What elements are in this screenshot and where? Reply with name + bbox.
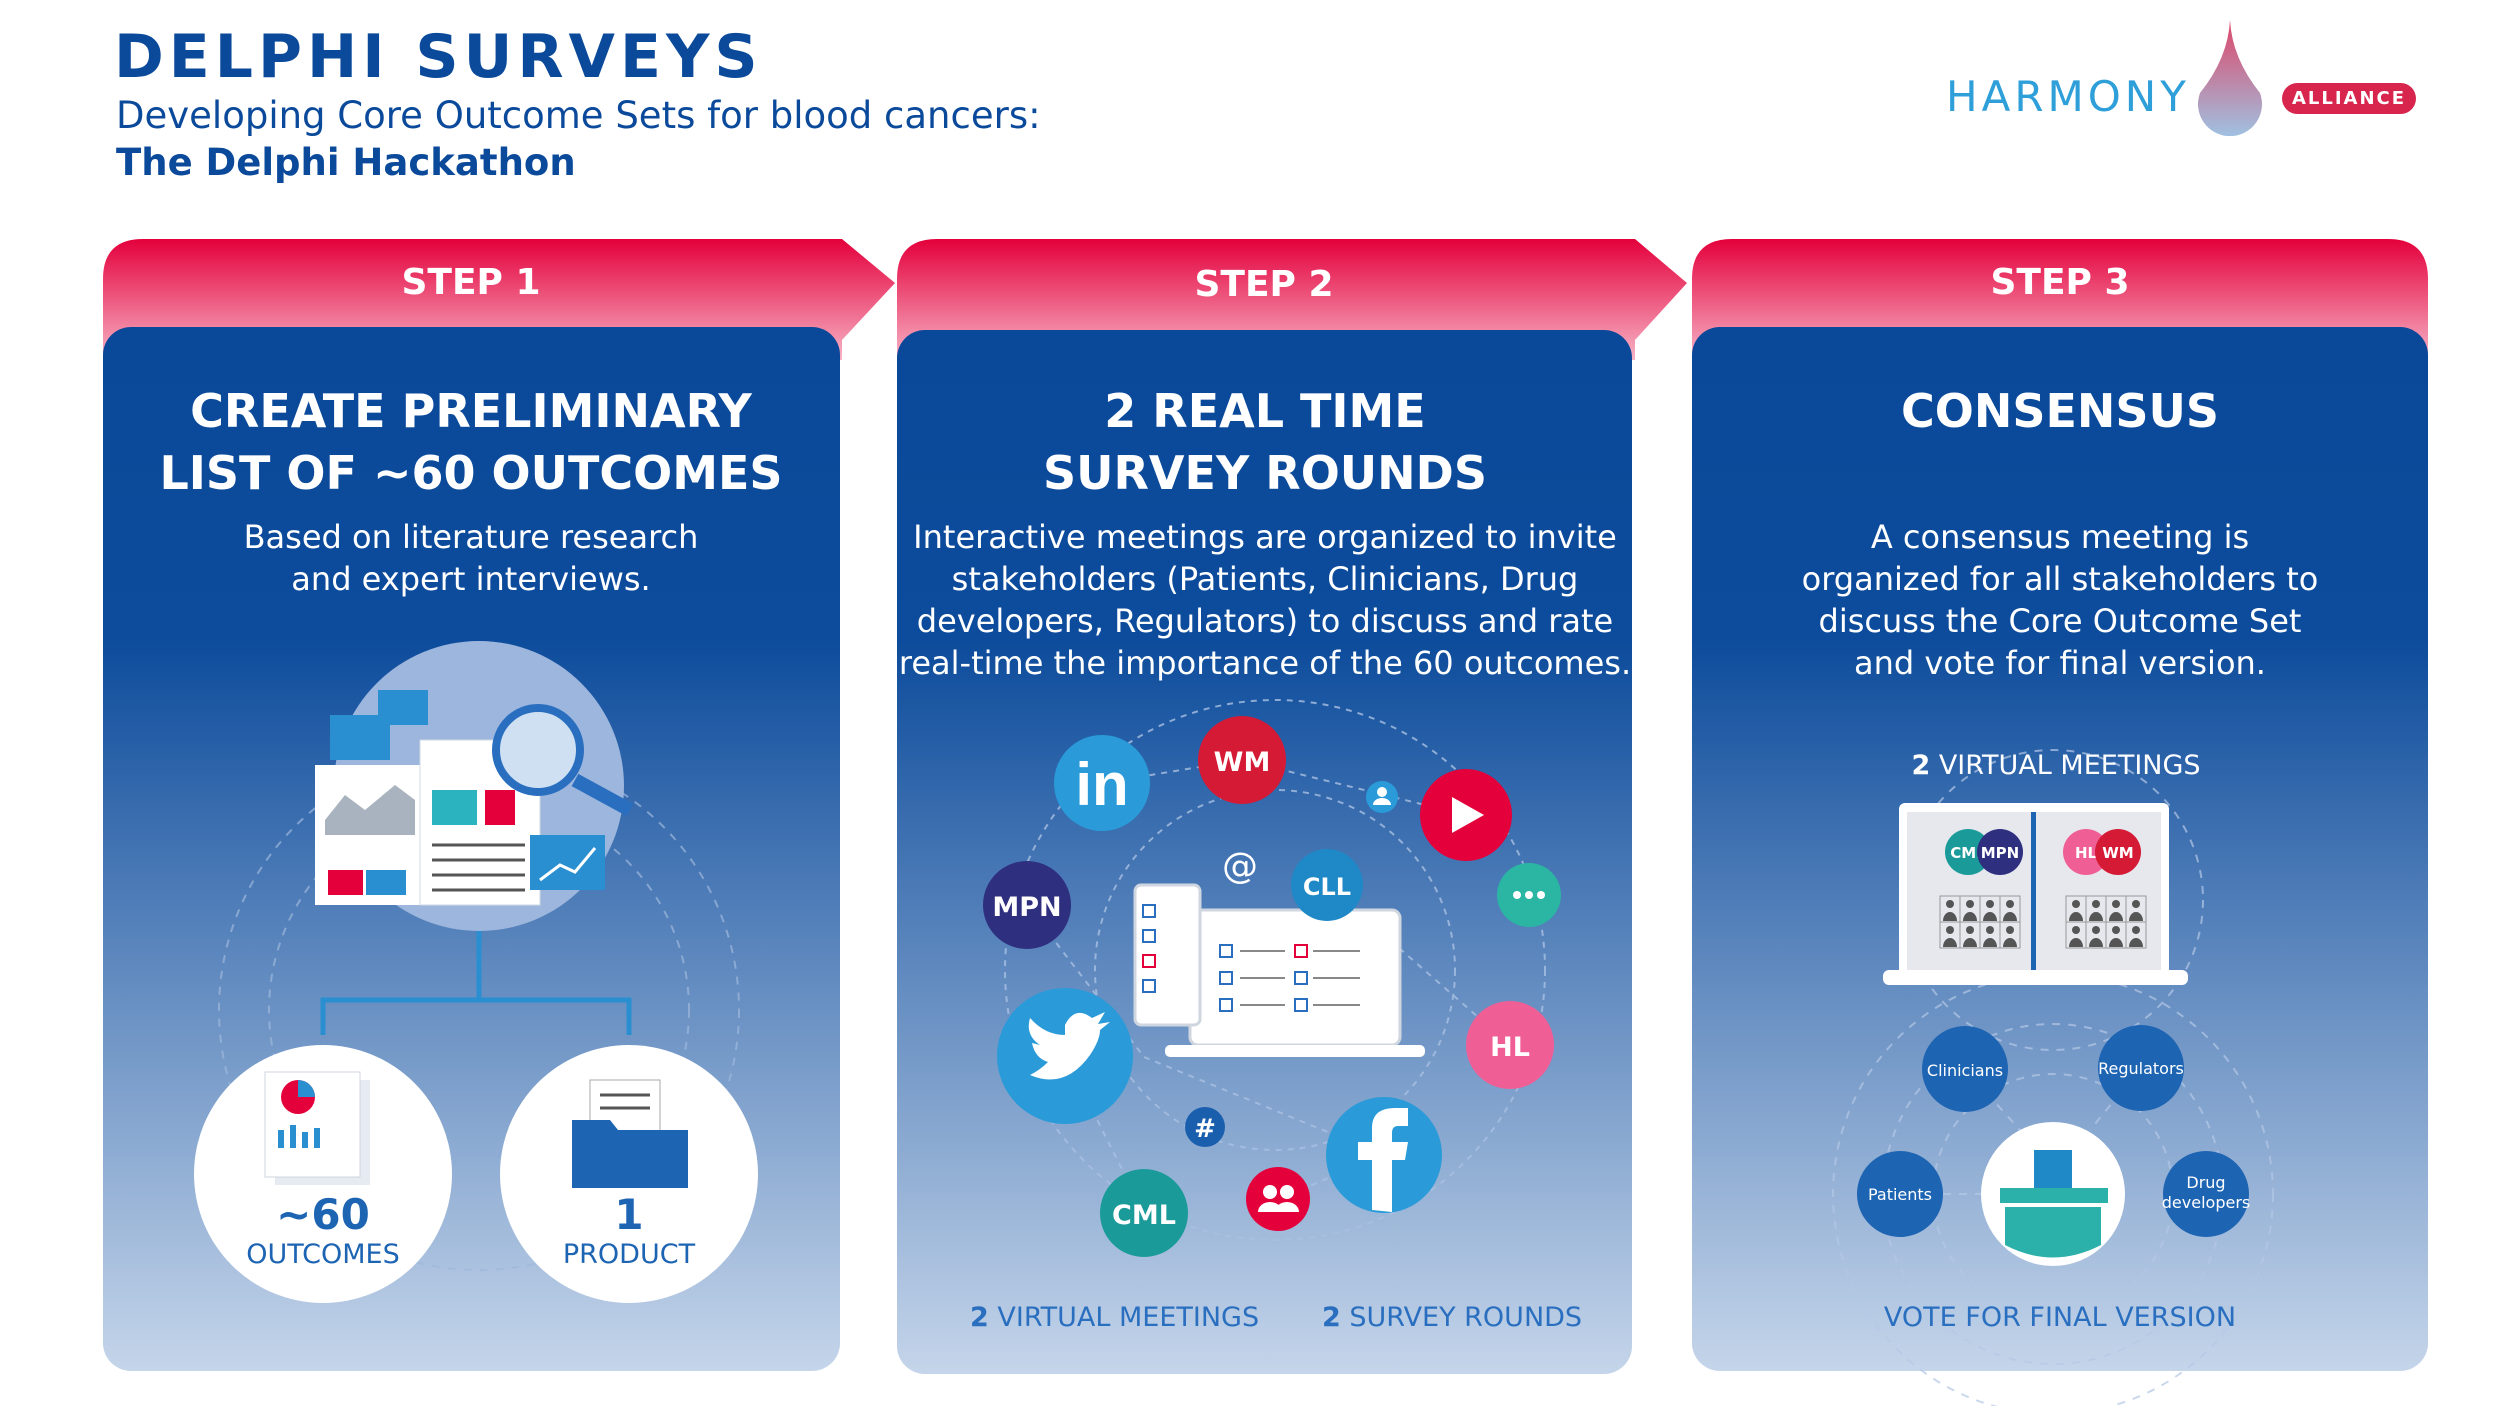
svg-text:HL: HL [2075,844,2098,862]
person-icon [1966,900,1974,908]
svg-text:CML: CML [1112,1200,1176,1231]
person-icon [2089,912,2103,921]
regulators-bubble: Regulators [2098,1025,2184,1111]
person-icon [2092,926,2100,934]
page-title: DELPHI SURVEYS [114,22,763,92]
cml-bubble: CML [1100,1169,1188,1257]
step2-header [897,239,1687,360]
person-icon [2109,938,2123,947]
step2-label: STEP 2 [1194,264,1334,305]
step3-heading: CONSENSUS [1900,384,2220,438]
person-icon [2089,938,2103,947]
vote-final-version-label: VOTE FOR FINAL VERSION [1883,1302,2237,1333]
svg-text:Drug: Drug [2186,1173,2225,1192]
person-icon [2132,926,2140,934]
patients-bubble: Patients [1857,1151,1943,1237]
document-icon [315,690,605,906]
step2-description: Interactive meetings are organized to in… [898,518,1632,682]
svg-text:MPN: MPN [1981,844,2019,862]
svg-text:WM: WM [1214,747,1271,778]
step1-label: STEP 1 [401,262,541,303]
person-icon [2072,900,2080,908]
person-icon [2003,938,2017,947]
magnifier-icon [492,704,634,817]
svg-text:Regulators: Regulators [2098,1059,2184,1078]
hl-bubble: HL [1466,1001,1554,1089]
folder-icon [572,1079,688,1188]
svg-text:HL: HL [1490,1032,1530,1063]
twitter-icon [997,988,1133,1124]
person-icon [1946,926,1954,934]
person-icon [2112,900,2120,908]
person-icon [2072,926,2080,934]
step3-meetings-label: 2 VIRTUAL MEETINGS [1911,750,2201,781]
person-icon [1946,900,1954,908]
virtual-meetings-label: 2 VIRTUAL MEETINGS [970,1302,1260,1333]
person-icon [1966,926,1974,934]
svg-text:CLL: CLL [1303,873,1351,901]
harmony-drop-logo-icon [2198,20,2262,136]
person-icon [2006,926,2014,934]
group-icon [1246,1167,1310,1231]
ballot-box-icon [1981,1122,2125,1266]
youtube-icon [1420,769,1512,861]
person-icon [1983,912,1997,921]
chat-icon [1497,863,1561,927]
person-icon [1986,900,1994,908]
laptop-survey-illustration [1133,883,1425,1057]
participant-grid-icon [1939,895,2147,949]
svg-text:Patients: Patients [1868,1185,1932,1204]
connector-lines [320,931,632,1035]
person-icon [1986,926,1994,934]
person-icon [1943,912,1957,921]
person-icon [2129,938,2143,947]
svg-text:developers: developers [2162,1193,2250,1212]
page-subtitle-bold: The Delphi Hackathon [116,141,576,184]
person-icon [1963,912,1977,921]
step3-label: STEP 3 [1990,262,2130,303]
person-icon [1983,938,1997,947]
person-icon [2069,938,2083,947]
clinicians-bubble: Clinicians [1922,1026,2008,1112]
linkedin-icon: in [1054,735,1150,831]
person-icon [2069,912,2083,921]
person-icon [2109,912,2123,921]
svg-text:CML: CML [1950,844,1986,862]
wm-bubble: WM [1198,716,1286,804]
meeting-laptop: CML MPN HL WM [1883,803,2188,985]
mpn-bubble: MPN [983,861,1071,949]
research-illustration [218,749,740,1271]
person-icon [2112,926,2120,934]
hash-icon: # [1185,1107,1225,1147]
person-icon [1943,938,1957,947]
svg-text:in: in [1075,751,1128,818]
person-icon [2092,900,2100,908]
outcomes-docs-icon [264,1071,370,1185]
person-icon [2006,900,2014,908]
alliance-badge: ALLIANCE [2282,83,2416,114]
at-icon: @ [1222,846,1258,887]
facebook-icon [1326,1097,1442,1213]
person-icon [2132,900,2140,908]
svg-text:Clinicians: Clinicians [1927,1061,2003,1080]
user-icon [1366,781,1398,813]
svg-text:MPN: MPN [992,892,1061,923]
person-icon [1963,938,1977,947]
svg-text:WM: WM [2102,844,2133,862]
survey-rounds-label: 2 SURVEY ROUNDS [1322,1302,1583,1333]
page-subtitle: Developing Core Outcome Sets for blood c… [116,94,1041,137]
cll-bubble: CLL [1291,849,1363,921]
svg-text:#: # [1194,1114,1216,1144]
person-icon [2003,912,2017,921]
harmony-logo-text: HARMONY [1946,72,2190,121]
person-icon [2129,912,2143,921]
